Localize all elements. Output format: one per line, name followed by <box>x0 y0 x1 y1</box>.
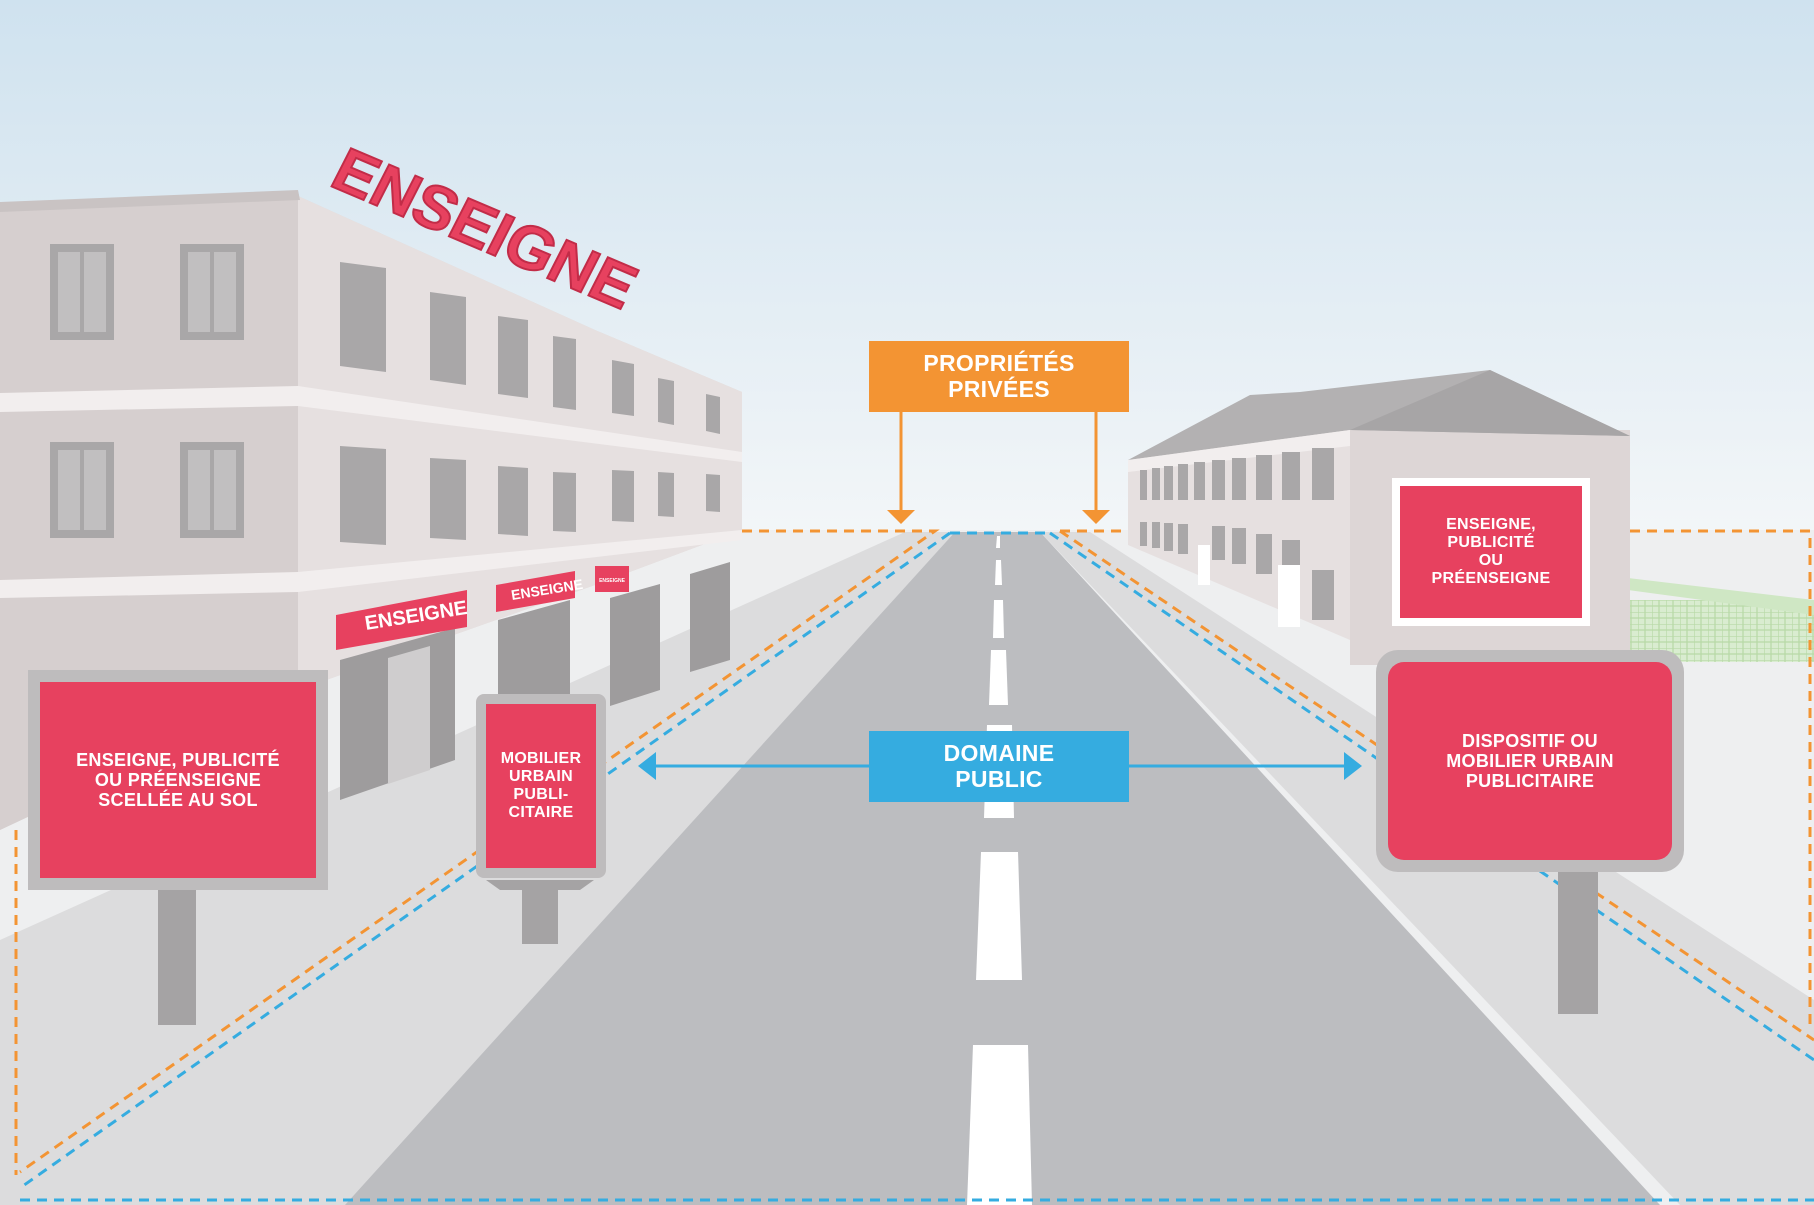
wall-sign-label: ENSEIGNE, PUBLICITÉ OU PRÉENSEIGNE <box>1400 486 1582 618</box>
public-arrows <box>638 752 1362 780</box>
public-line-1: DOMAINE <box>943 739 1055 766</box>
facade-sign-3-text: ENSEIGNE <box>599 578 626 584</box>
wall-sign-line-1: ENSEIGNE, <box>1446 516 1536 534</box>
private-arrows <box>887 412 1110 524</box>
public-line-2: PUBLIC <box>955 765 1043 792</box>
street-furniture-line-3: PUBLI- <box>513 786 569 803</box>
wall-sign-line-3: OU <box>1478 552 1504 569</box>
ground-sign-line-2: OU PRÉENSEIGNE <box>94 769 262 790</box>
private-line-2: PRIVÉES <box>948 375 1050 402</box>
left-building <box>0 190 742 830</box>
private-property-boundary <box>14 529 1814 1175</box>
private-property-callout <box>869 341 1129 412</box>
street-furniture <box>476 694 606 944</box>
right-building <box>1128 370 1630 665</box>
ground-sign-label: ENSEIGNE, PUBLICITÉ OU PRÉENSEIGNE SCELL… <box>40 682 316 878</box>
wall-sign-line-2: PUBLICITÉ <box>1447 534 1535 552</box>
facade-sign-3 <box>595 566 629 592</box>
street-furniture-line-2: URBAIN <box>508 768 574 786</box>
public-domain-callout <box>869 731 1129 802</box>
urban-device <box>1376 650 1684 1014</box>
street-furniture-line-1: MOBILIER <box>500 750 582 768</box>
ground-sign-line-1: ENSEIGNE, PUBLICITÉ <box>76 749 280 770</box>
facade-sign-1 <box>336 590 467 650</box>
private-line-1: PROPRIÉTÉS <box>923 349 1075 376</box>
street-furniture-line-4: CITAIRE <box>508 803 574 821</box>
urban-device-line-3: PUBLICITAIRE <box>1465 771 1595 792</box>
ground-sign <box>28 670 328 1025</box>
urban-device-label: DISPOSITIF OU MOBILIER URBAIN PUBLICITAI… <box>1388 662 1672 860</box>
wall-sign-line-4: PRÉENSEIGNE <box>1431 569 1551 587</box>
public-domain-label: DOMAINE PUBLIC <box>869 731 1129 802</box>
grass-strip <box>1628 578 1814 615</box>
urban-device-line-2: MOBILIER URBAIN <box>1446 750 1614 771</box>
urban-device-line-1: DISPOSITIF OU <box>1462 730 1598 751</box>
facade-sign-2 <box>496 571 575 612</box>
private-property-label: PROPRIÉTÉS PRIVÉES <box>869 341 1129 412</box>
ground-sign-line-3: SCELLÉE AU SOL <box>98 790 258 811</box>
street-furniture-label: MOBILIER URBAIN PUBLI- CITAIRE <box>486 704 596 868</box>
